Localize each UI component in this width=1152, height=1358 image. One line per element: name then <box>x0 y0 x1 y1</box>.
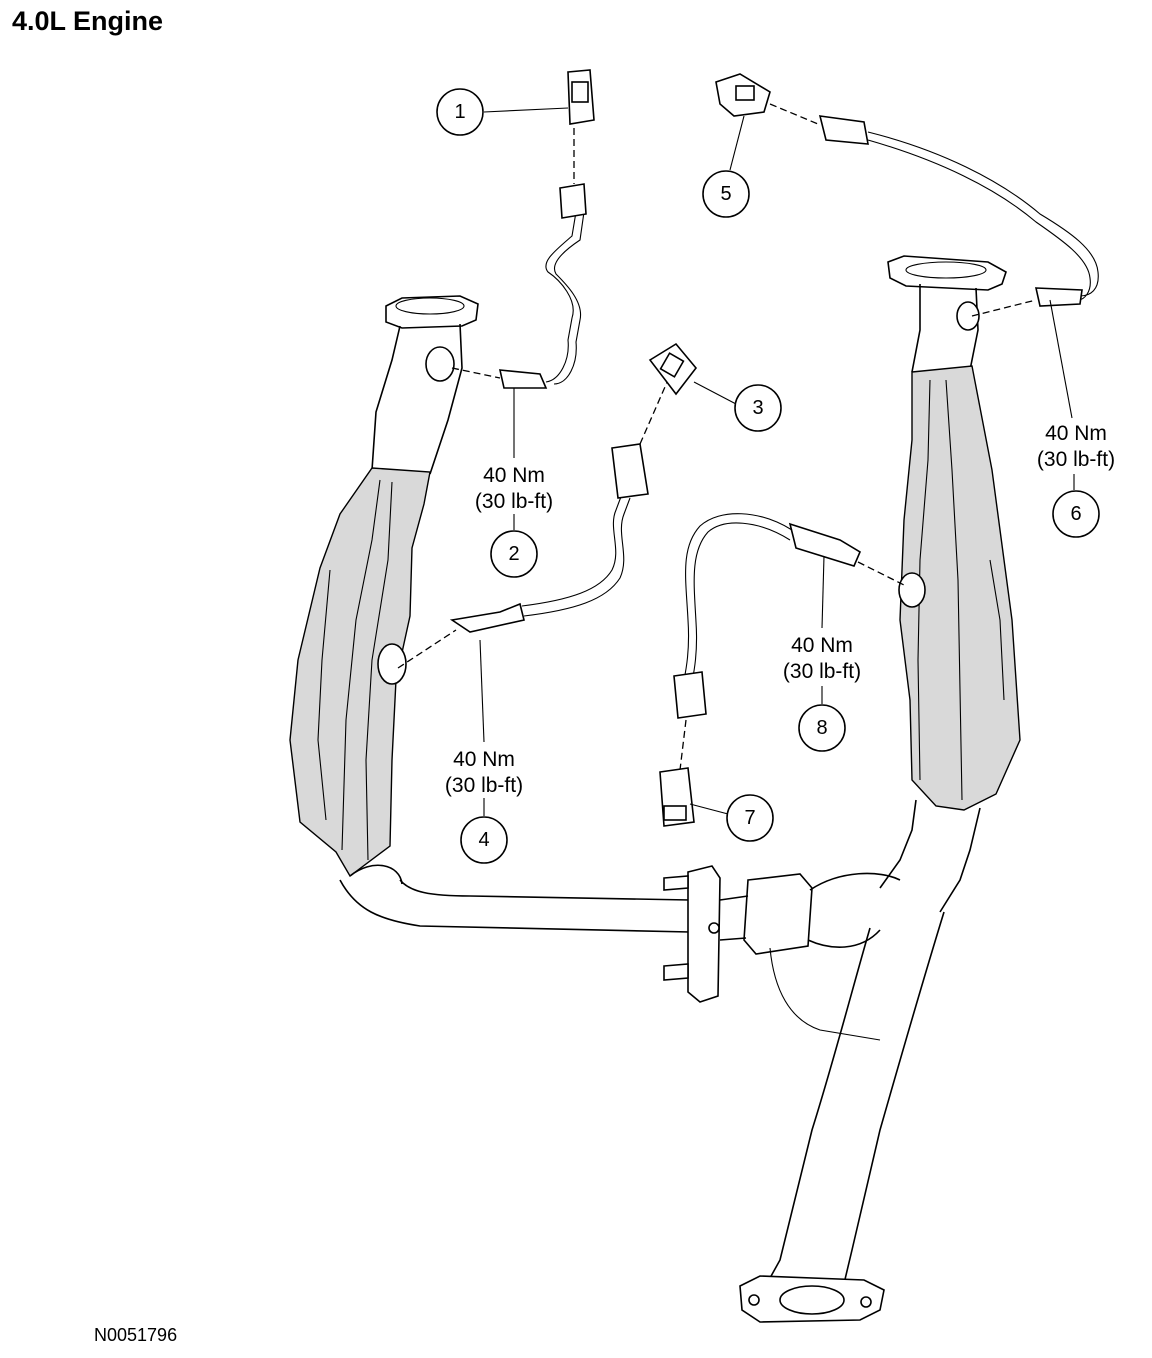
torque-nm-8: 40 Nm <box>791 634 853 657</box>
callout-5: 5 <box>702 170 750 218</box>
page-title: 4.0L Engine <box>12 6 164 36</box>
sensor-2 <box>451 128 587 389</box>
callout-6: 40 Nm (30 lb-ft) 6 <box>1037 422 1115 538</box>
callout-8: 40 Nm (30 lb-ft) 8 <box>783 634 861 752</box>
callout-2: 40 Nm (30 lb-ft) 2 <box>475 464 553 578</box>
connector-1 <box>567 69 595 125</box>
svg-text:6: 6 <box>1070 503 1081 525</box>
sensor-4 <box>397 379 669 669</box>
torque-nm-2: 40 Nm <box>483 464 545 487</box>
svg-text:1: 1 <box>454 101 465 123</box>
torque-nm-4: 40 Nm <box>453 748 515 771</box>
torque-lbft-6: (30 lb-ft) <box>1037 448 1115 471</box>
callout-4: 40 Nm (30 lb-ft) 4 <box>445 748 523 864</box>
connector-3 <box>648 342 698 396</box>
sensor-6 <box>867 131 1099 317</box>
callout-3: 3 <box>734 384 782 432</box>
torque-nm-6: 40 Nm <box>1045 422 1107 445</box>
left-exhaust-assembly <box>289 295 691 933</box>
leader-lines <box>479 107 1075 816</box>
figure-id: N0051796 <box>94 1325 178 1345</box>
svg-text:8: 8 <box>816 717 827 739</box>
svg-text:4: 4 <box>478 829 489 851</box>
y-pipe-assembly <box>663 865 945 1323</box>
torque-lbft-2: (30 lb-ft) <box>475 490 553 513</box>
torque-lbft-8: (30 lb-ft) <box>783 660 861 683</box>
svg-text:5: 5 <box>720 183 731 205</box>
callout-7: 7 <box>726 794 774 842</box>
svg-text:3: 3 <box>752 397 763 419</box>
sensor-8 <box>673 513 907 771</box>
connector-7 <box>659 767 695 827</box>
svg-text:7: 7 <box>744 807 755 829</box>
callout-1: 1 <box>436 88 484 136</box>
connector-5 <box>715 73 869 145</box>
svg-text:2: 2 <box>508 543 519 565</box>
torque-lbft-4: (30 lb-ft) <box>445 774 523 797</box>
right-exhaust-assembly <box>879 255 1021 913</box>
